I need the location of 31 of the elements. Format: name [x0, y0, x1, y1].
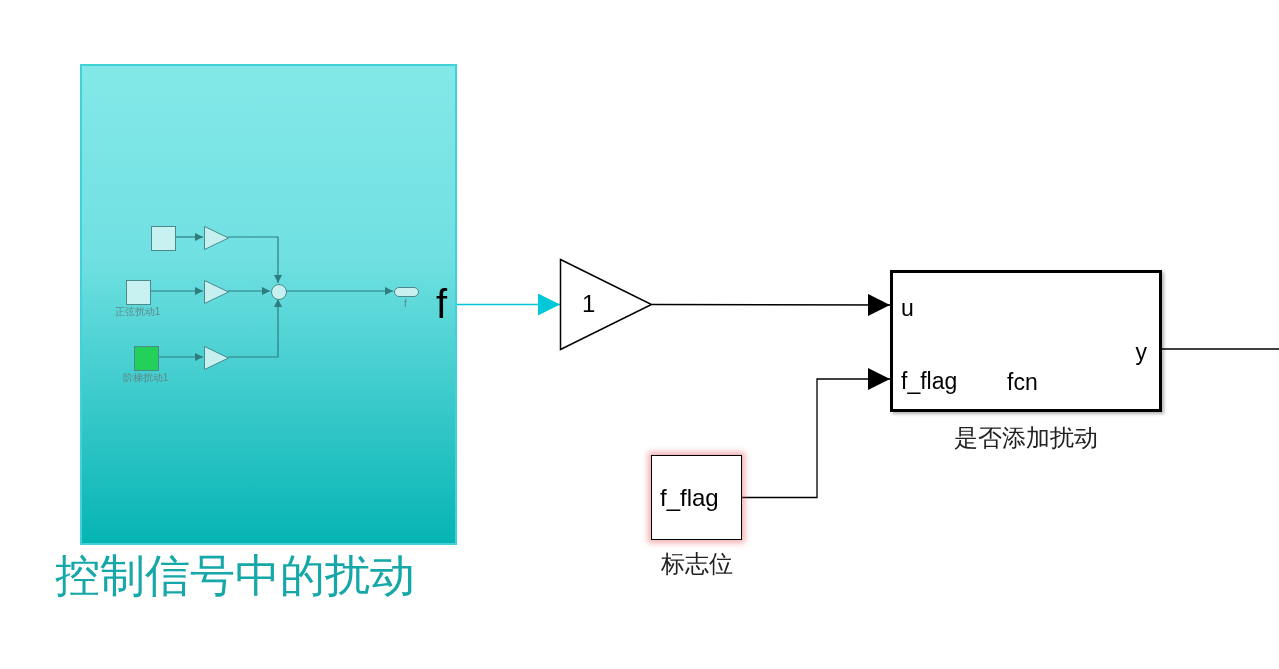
- block-caption: 正弦扰动1: [114, 307, 161, 317]
- function-name: fcn: [1007, 371, 1038, 394]
- source-block: [134, 346, 159, 371]
- block-caption: 阶梯扰动1: [122, 373, 169, 383]
- signal-line: [285, 287, 394, 295]
- signal-line: [456, 293, 561, 316]
- block-caption: 标志位: [660, 552, 733, 576]
- signal-line: [149, 287, 204, 295]
- source-block: [151, 226, 176, 251]
- constant-value: f_flag: [660, 486, 719, 510]
- function-block: [890, 270, 1162, 412]
- signal-line: [227, 236, 282, 284]
- signal-line: [741, 368, 891, 499]
- signal-line: [1161, 348, 1279, 350]
- port-label: f_flag: [901, 370, 958, 393]
- block-caption: 是否添加扰动: [954, 426, 1098, 450]
- block-caption: f: [404, 299, 407, 309]
- signal-line: [651, 293, 891, 316]
- signal-line: [174, 233, 204, 241]
- port-label: y: [1135, 341, 1147, 364]
- subsystem-block: [80, 64, 457, 545]
- signal-line: [157, 353, 204, 361]
- port-label: f: [435, 284, 447, 324]
- gain-value: 1: [582, 292, 596, 316]
- goto-tag: [394, 287, 419, 297]
- source-block: [126, 280, 151, 305]
- subsystem-caption: 控制信号中的扰动: [55, 553, 415, 598]
- constant-block: [651, 455, 742, 540]
- signal-line: [227, 287, 271, 295]
- port-label: u: [901, 297, 914, 320]
- signal-line: [227, 298, 282, 358]
